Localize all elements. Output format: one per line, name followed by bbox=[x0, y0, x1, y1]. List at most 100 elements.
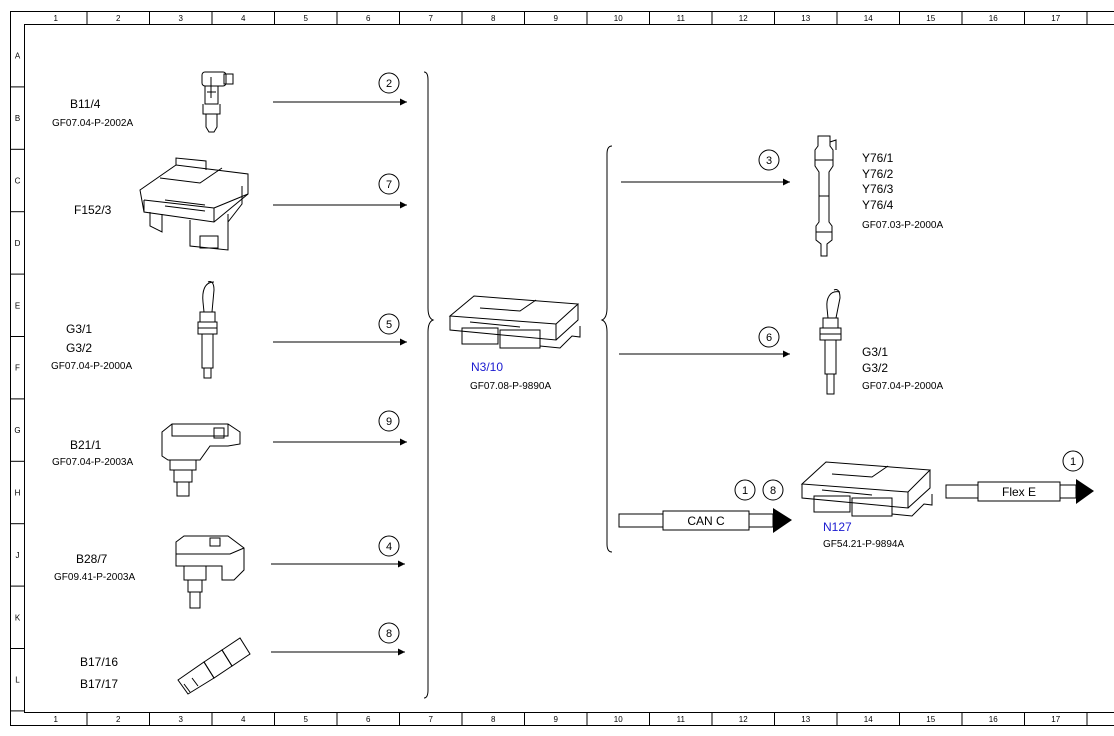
signal-callout bbox=[734, 479, 756, 501]
input-doc-ref: GF07.04-P-2002A bbox=[52, 118, 133, 129]
row-letter: B bbox=[15, 114, 20, 123]
output-label: Y76/1 bbox=[862, 151, 894, 165]
signal-callout bbox=[758, 326, 780, 348]
output-doc-ref: GF07.04-P-2000A bbox=[862, 381, 943, 392]
input-label: B11/4 bbox=[70, 97, 101, 111]
column-number: 5 bbox=[304, 715, 309, 724]
column-number: 14 bbox=[864, 715, 873, 724]
pressure-sensor-icon bbox=[175, 535, 245, 609]
output-y76: 3 Y76/1 Y76/2 Y76/3 Y76/4 GF07.03-P-2000… bbox=[621, 135, 943, 257]
input-doc-ref: GF09.41-P-2003A bbox=[54, 572, 135, 583]
output-brace bbox=[600, 145, 613, 553]
input-label: B21/1 bbox=[70, 438, 102, 452]
output-label: Y76/2 bbox=[862, 167, 894, 181]
row-letter: K bbox=[15, 613, 21, 622]
column-number: 6 bbox=[366, 14, 371, 23]
row-letter: H bbox=[15, 489, 21, 498]
input-b17: B17/16 B17/17 8 bbox=[80, 622, 405, 695]
signal-callout bbox=[378, 72, 400, 94]
column-number: 8 bbox=[491, 14, 496, 23]
input-g3: G3/1 G3/2 GF07.04-P-2000A 5 bbox=[51, 281, 407, 379]
bus-arrowhead bbox=[773, 508, 792, 533]
row-letter: L bbox=[15, 676, 20, 685]
signal-callout bbox=[378, 622, 400, 644]
column-number: 17 bbox=[1051, 14, 1060, 23]
output-doc-ref: GF07.03-P-2000A bbox=[862, 220, 943, 231]
column-number: 13 bbox=[801, 14, 810, 23]
row-letter: A bbox=[15, 52, 21, 61]
signal-number: 1 bbox=[742, 485, 748, 497]
column-number: 5 bbox=[304, 14, 309, 23]
output-label: Y76/3 bbox=[862, 182, 894, 196]
module-label: N127 bbox=[823, 520, 852, 534]
column-number: 4 bbox=[241, 14, 246, 23]
flex-label: Flex E bbox=[1002, 485, 1036, 499]
signal-number: 9 bbox=[386, 416, 392, 428]
input-b21-1: B21/1 GF07.04-P-2003A 9 bbox=[52, 410, 407, 497]
column-number: 10 bbox=[614, 715, 623, 724]
flex-e-connection: Flex E 1 bbox=[945, 450, 1094, 504]
row-letter: G bbox=[14, 426, 20, 435]
column-number: 9 bbox=[554, 14, 559, 23]
signal-callout bbox=[1062, 450, 1084, 472]
column-number: 2 bbox=[116, 14, 121, 23]
row-letter: D bbox=[15, 239, 21, 248]
column-number: 6 bbox=[366, 715, 371, 724]
input-label: F152/3 bbox=[74, 203, 112, 217]
column-number: 12 bbox=[739, 14, 748, 23]
column-number: 7 bbox=[429, 715, 434, 724]
column-number: 1 bbox=[54, 715, 59, 724]
output-label: Y76/4 bbox=[862, 198, 894, 212]
signal-number: 7 bbox=[386, 179, 392, 191]
column-number: 4 bbox=[241, 715, 246, 724]
input-f152-3: F152/3 7 bbox=[74, 157, 407, 251]
column-number: 2 bbox=[116, 715, 121, 724]
column-number: 16 bbox=[989, 715, 998, 724]
column-number: 15 bbox=[926, 14, 935, 23]
signal-number: 8 bbox=[386, 628, 392, 640]
controller-doc-ref: GF07.08-P-9890A bbox=[470, 381, 551, 392]
input-label: B28/7 bbox=[76, 552, 108, 566]
signal-callout bbox=[762, 479, 784, 501]
can-bus-connection: CAN C 1 8 bbox=[618, 479, 792, 533]
grid-ruler: 1122334455667788991010111112121313141415… bbox=[10, 11, 1088, 726]
input-label: B17/17 bbox=[80, 677, 118, 691]
column-number: 9 bbox=[554, 715, 559, 724]
signal-callout bbox=[378, 313, 400, 335]
temperature-sensor-icon bbox=[177, 637, 251, 695]
column-number: 8 bbox=[491, 715, 496, 724]
coolant-temperature-sensor-icon bbox=[201, 71, 234, 133]
signal-number: 8 bbox=[770, 485, 776, 497]
signal-callout bbox=[758, 149, 780, 171]
column-number: 15 bbox=[926, 715, 935, 724]
column-number: 7 bbox=[429, 14, 434, 23]
signal-number: 4 bbox=[386, 541, 392, 553]
row-letter: F bbox=[15, 364, 20, 373]
input-label: B17/16 bbox=[80, 655, 118, 669]
column-number: 1 bbox=[54, 14, 59, 23]
input-label: G3/1 bbox=[66, 322, 92, 336]
column-number: 12 bbox=[739, 715, 748, 724]
oxygen-sensor-icon bbox=[197, 281, 218, 379]
input-doc-ref: GF07.04-P-2003A bbox=[52, 457, 133, 468]
pressure-sensor-icon bbox=[161, 423, 241, 497]
module-doc-ref: GF54.21-P-9894A bbox=[823, 539, 904, 550]
column-number: 13 bbox=[801, 715, 810, 724]
input-doc-ref: GF07.04-P-2000A bbox=[51, 361, 132, 372]
input-b28-7: B28/7 GF09.41-P-2003A 4 bbox=[54, 535, 405, 609]
bus-label: CAN C bbox=[687, 514, 725, 528]
signal-number: 5 bbox=[386, 319, 392, 331]
row-letter: E bbox=[15, 301, 20, 310]
signal-number: 1 bbox=[1070, 456, 1076, 468]
input-label: G3/2 bbox=[66, 341, 92, 355]
inner-frame bbox=[24, 24, 1114, 713]
signal-number: 2 bbox=[386, 78, 392, 90]
module-n127: N127 GF54.21-P-9894A bbox=[800, 461, 933, 550]
signal-number: 3 bbox=[766, 155, 772, 167]
signal-number: 6 bbox=[766, 332, 772, 344]
control-unit-icon bbox=[800, 461, 933, 517]
controller-label: N3/10 bbox=[471, 360, 503, 374]
oxygen-sensor-icon bbox=[819, 289, 842, 395]
